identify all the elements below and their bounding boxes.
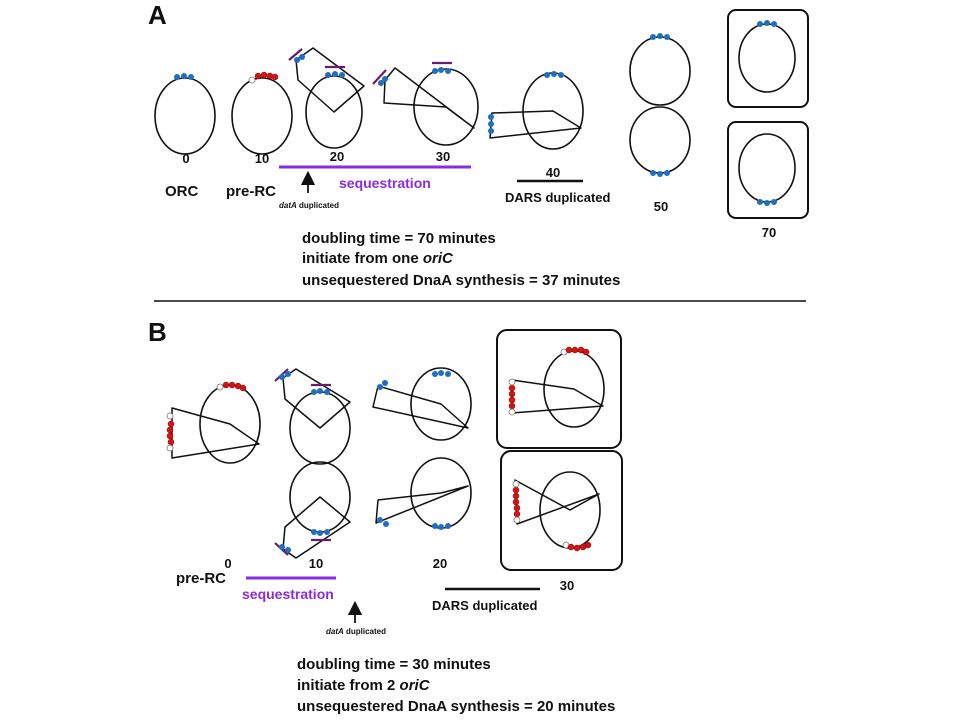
panel-a: A [148,0,809,289]
chromosome-b-30 [496,329,623,571]
pre-rc-label: pre-RC [176,570,226,587]
chromosome-a-10 [231,71,293,155]
time-label: 0 [224,556,231,571]
time-label: 40 [546,165,560,180]
chromosome-b-0 [166,381,261,464]
dars-label: DARS duplicated [505,190,611,205]
chromosome-b-20 [372,367,472,530]
initiate-a: initiate from one oriC [302,250,454,267]
chromosome-a-30 [372,61,479,146]
doubling-time-b: doubling time = 30 minutes [297,656,491,673]
panel-b: B [148,317,623,715]
time-label: 50 [654,199,668,214]
panel-a-label: A [148,0,167,30]
chromosome-a-40 [488,71,584,150]
pre-rc-label: pre-RC [226,183,276,200]
orc-label: ORC [165,183,199,200]
time-label: 70 [762,225,776,240]
chromosome-a-20 [288,47,365,149]
time-label: 20 [433,556,447,571]
time-label: 0 [182,151,189,166]
sequestration-label: sequestration [242,586,334,602]
dars-label: DARS duplicated [432,598,538,613]
panel-b-label: B [148,317,167,347]
datA-duplicated-label: datA duplicated [326,627,386,636]
unsequestered-a: unsequestered DnaA synthesis = 37 minute… [302,272,620,289]
time-label: 10 [255,151,269,166]
unsequestered-b: unsequestered DnaA synthesis = 20 minute… [297,698,615,715]
time-label: 10 [309,556,323,571]
datA-duplicated-label: datA duplicated [279,201,339,210]
chromosome-b-10 [274,368,351,559]
time-label: 20 [330,149,344,164]
chromosome-a-50 [629,33,691,177]
sequestration-label: sequestration [339,175,431,191]
doubling-time-a: doubling time = 70 minutes [302,230,496,247]
chromosome-a-0 [154,73,216,155]
chromosome-a-70 [727,9,809,219]
initiate-b: initiate from 2 oriC [297,677,431,694]
time-label: 30 [560,578,574,593]
time-label: 30 [436,149,450,164]
